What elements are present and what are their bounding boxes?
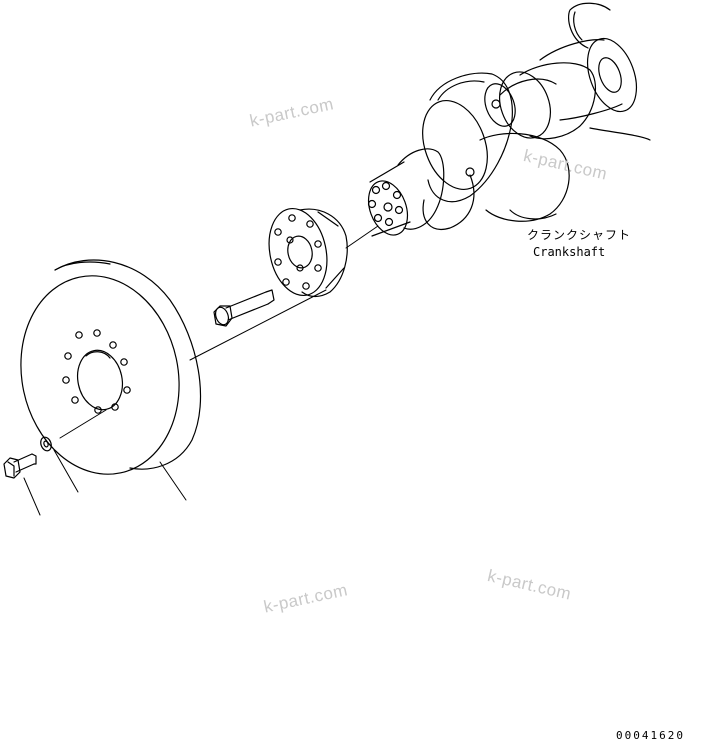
crankshaft-label-jp: クランクシャフト [527,228,632,242]
crankshaft-label-en: Crankshaft [533,245,606,259]
document-number: 00041620 [616,729,685,742]
pulley-washer [40,436,52,452]
assembly-lines [23,225,379,516]
crankshaft-hub [268,207,348,298]
crankshaft [367,2,651,237]
pulley-bolt [3,453,37,479]
hub-bolt [213,289,275,327]
crankshaft-pulley [20,259,202,475]
